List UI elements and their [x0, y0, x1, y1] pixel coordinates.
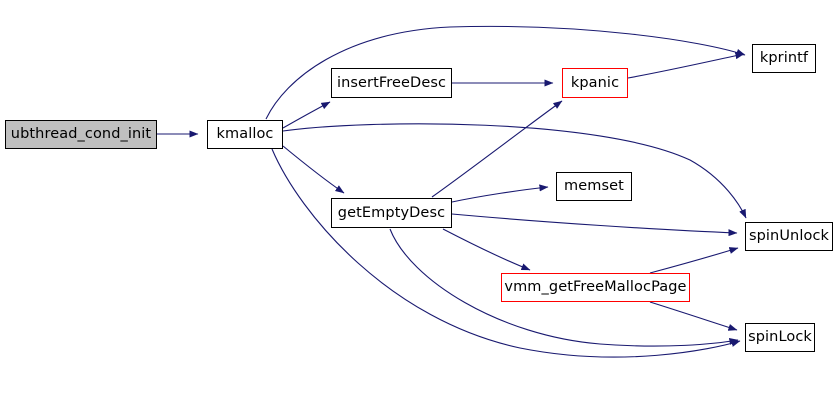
edge-getEmptyDesc-to-vmm_getFreeMallocPage — [442, 228, 531, 271]
edge-kmalloc-to-insertFreeDesc — [282, 101, 331, 129]
graph-node-ubthread_cond_init[interactable]: ubthread_cond_init — [5, 120, 157, 149]
edge-getEmptyDesc-to-memset — [451, 184, 549, 203]
graph-node-insertFreeDesc[interactable]: insertFreeDesc — [331, 68, 452, 98]
graph-node-vmm_getFreeMallocPage[interactable]: vmm_getFreeMallocPage — [501, 273, 690, 302]
graph-node-kprintf[interactable]: kprintf — [752, 44, 816, 73]
edges-group — [157, 25, 747, 358]
edge-kpanic-to-kprintf — [627, 52, 745, 79]
graph-node-label: insertFreeDesc — [336, 74, 447, 91]
edge-kmalloc-to-spinUnlock — [282, 123, 747, 219]
graph-node-label: spinLock — [748, 329, 812, 346]
graph-node-getEmptyDesc[interactable]: getEmptyDesc — [331, 198, 452, 228]
edge-vmm_getFreeMallocPage-to-spinLock — [649, 301, 738, 331]
graph-node-label: kprintf — [759, 50, 809, 67]
graph-node-label: memset — [564, 178, 624, 195]
graph-node-spinLock[interactable]: spinLock — [745, 323, 815, 352]
graph-node-label: ubthread_cond_init — [10, 126, 152, 143]
edge-kmalloc-to-getEmptyDesc — [282, 145, 345, 194]
edge-vmm_getFreeMallocPage-to-spinUnlock — [649, 247, 739, 274]
graph-node-label: vmm_getFreeMallocPage — [504, 279, 687, 296]
graph-node-label: kpanic — [570, 74, 620, 91]
graph-node-kpanic[interactable]: kpanic — [562, 68, 628, 98]
graph-node-label: spinUnlock — [748, 228, 830, 245]
graph-node-spinUnlock[interactable]: spinUnlock — [745, 222, 833, 251]
graph-node-kmalloc[interactable]: kmalloc — [207, 120, 283, 149]
edge-getEmptyDesc-to-spinLock — [389, 228, 739, 347]
graph-node-label: getEmptyDesc — [337, 204, 446, 221]
edge-kmalloc-to-kprintf — [265, 25, 746, 120]
graph-node-label: kmalloc — [216, 126, 274, 143]
edge-getEmptyDesc-to-kpanic — [431, 100, 563, 198]
graph-node-memset[interactable]: memset — [556, 172, 632, 201]
edge-kmalloc-to-spinLock — [271, 148, 741, 358]
edge-getEmptyDesc-to-spinUnlock — [451, 213, 738, 237]
